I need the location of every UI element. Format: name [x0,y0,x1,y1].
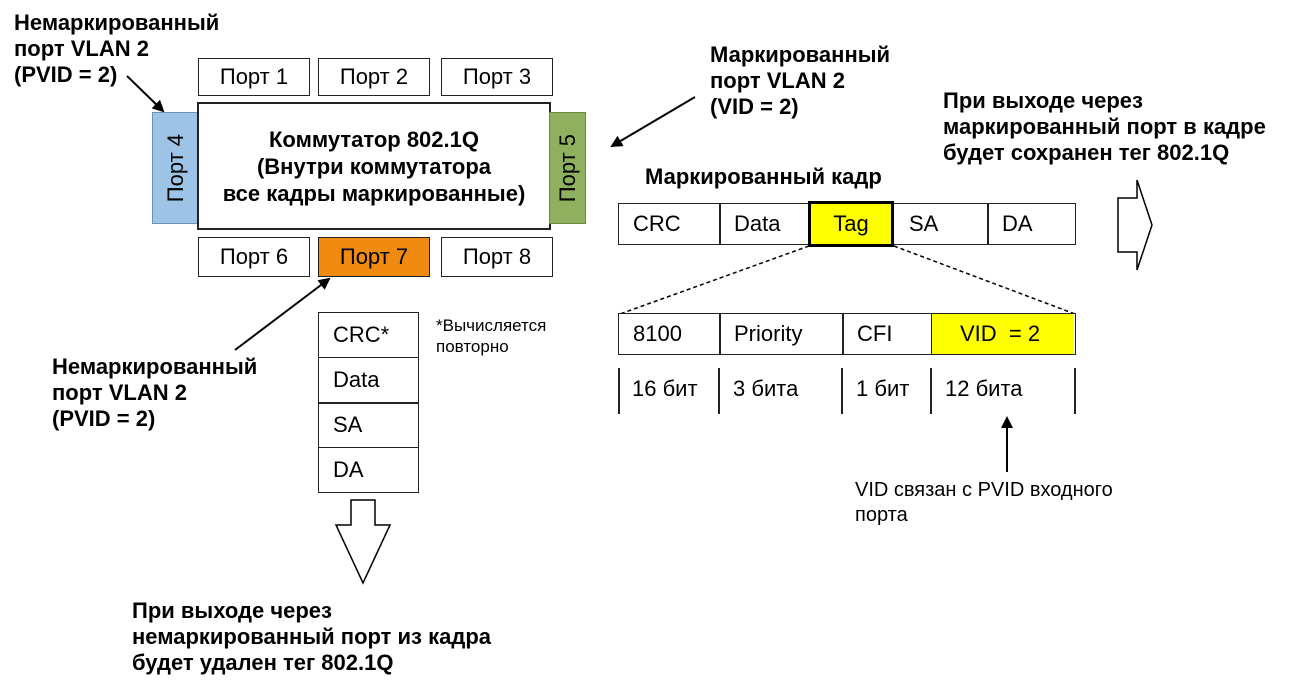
port-5-label: Порт 5 [554,133,580,203]
port-4-label: Порт 4 [162,133,188,203]
tag-field-priority-label: Priority [734,321,803,346]
bits-divider [718,368,720,414]
port-2: Порт 2 [318,58,430,96]
frame-divider [719,204,721,244]
tagged-frame: CRC Data Tag SA DA [618,201,1076,247]
exit-tagged-line2: маркированный порт в кадре [943,114,1266,139]
exit-untagged-line1: При выходе через [132,598,332,623]
port-7-label: Порт 7 [339,244,409,269]
switch-subtitle-2: все кадры маркированные) [222,180,526,206]
tag-field-cfi-label: CFI [857,321,893,346]
arrow-untagged-top [126,75,165,113]
bits-divider [618,368,620,414]
bits-tpid: 16 бит [632,376,698,401]
untagged-top-line2: порт VLAN 2 [14,36,149,61]
tag-fields: 8100 Priority CFI VID = 2 [618,313,1076,355]
tagged-frame-sa: SA [895,204,987,244]
untagged-divider [319,402,418,404]
vid-note-line2: порта [855,504,908,526]
port-1: Порт 1 [198,58,310,96]
untagged-port-bottom-label: Немаркированный порт VLAN 2 (PVID = 2) [52,354,257,432]
untagged-frame: CRC* Data SA DA [318,312,419,493]
tag-field-tpid-label: 8100 [633,321,682,346]
bits-divider [841,368,843,414]
exit-arrow-down [334,499,392,585]
tag-expand-left [619,245,810,315]
tagged-frame-tag: Tag [808,201,894,247]
untagged-divider [319,357,418,358]
tagged-port-line3: (VID = 2) [710,94,799,119]
port-1-label: Порт 1 [219,64,289,89]
tag-bits: 16 бит 3 бита 1 бит 12 бита [618,368,1078,414]
untagged-port-top-label: Немаркированный порт VLAN 2 (PVID = 2) [14,10,219,88]
exit-untagged-line2: немаркированный порт из кадра [132,624,491,649]
tag-field-tpid: 8100 [619,314,719,354]
recalc-note-line2: повторно [436,337,509,356]
tagged-frame-da: DA [988,204,1075,244]
tagged-frame-data-label: Data [734,211,781,236]
port-3: Порт 3 [441,58,553,96]
bits-cfi: 1 бит [856,376,910,401]
port-8-label: Порт 8 [462,244,532,269]
tag-field-priority: Priority [720,314,842,354]
tagged-frame-data: Data [720,204,808,244]
tagged-port-line2: порт VLAN 2 [710,68,845,93]
port-3-label: Порт 3 [462,64,532,89]
arrow-untagged-bottom [234,277,331,351]
untagged-frame-crc: CRC* [333,322,390,347]
tag-divider [719,314,721,354]
arrow-tagged-port [610,96,696,148]
tagged-port-label: Маркированный порт VLAN 2 (VID = 2) [710,42,890,120]
untagged-bottom-line2: порт VLAN 2 [52,380,187,405]
untagged-frame-data: Data [333,367,380,392]
tagged-frame-crc: CRC [619,204,719,244]
port-2-label: Порт 2 [339,64,409,89]
exit-arrow-right [1117,179,1153,271]
untagged-bottom-line1: Немаркированный [52,354,258,379]
tag-expand-right [893,245,1076,315]
bits-divider [1074,368,1076,414]
untagged-frame-sa: SA [333,412,363,437]
tagged-frame-title: Маркированный кадр [645,164,882,189]
recalc-note: *Вычисляется повторно [436,315,546,357]
untagged-divider [319,447,418,448]
bits-vid: 12 бита [945,376,1023,401]
tagged-frame-sa-label: SA [909,211,939,236]
tag-field-cfi: CFI [843,314,931,354]
switch-body: Коммутатор 802.1Q (Внутри коммутатора вс… [197,102,551,230]
exit-tagged-line3: будет сохранен тег 802.1Q [943,140,1230,165]
exit-untagged-line3: будет удален тег 802.1Q [132,650,394,675]
tagged-port-line1: Маркированный [710,42,891,67]
bits-divider [930,368,932,414]
bits-priority: 3 бита [733,376,799,401]
vid-note: VID связан с PVID входного порта [855,478,1113,528]
tag-divider [842,314,844,354]
untagged-frame-da: DA [333,457,364,482]
port-6: Порт 6 [198,237,310,277]
tagged-frame-tag-label: Tag [833,211,869,236]
tagged-frame-da-label: DA [1002,211,1033,236]
port-5: Порт 5 [549,112,586,224]
port-4: Порт 4 [152,112,199,224]
port-6-label: Порт 6 [219,244,289,269]
tagged-frame-crc-label: CRC [633,211,681,236]
recalc-note-line1: *Вычисляется [436,316,547,335]
tag-field-vid: VID = 2 [932,314,1074,354]
port-8: Порт 8 [441,237,553,277]
untagged-top-line3: (PVID = 2) [14,62,118,87]
exit-untagged-label: При выходе через немаркированный порт из… [132,598,491,676]
vid-note-line1: VID связан с PVID входного [855,479,1113,501]
tag-field-vid-label: VID = 2 [960,321,1041,346]
port-7: Порт 7 [318,237,430,277]
switch-subtitle-1: (Внутри коммутатора [256,153,492,179]
untagged-bottom-line3: (PVID = 2) [52,406,156,431]
exit-tagged-line1: При выходе через [943,88,1143,113]
exit-tagged-label: При выходе через маркированный порт в ка… [943,88,1266,166]
switch-title: Коммутатор 802.1Q [269,126,479,152]
frame-divider [987,204,989,244]
untagged-top-line1: Немаркированный [14,10,220,35]
